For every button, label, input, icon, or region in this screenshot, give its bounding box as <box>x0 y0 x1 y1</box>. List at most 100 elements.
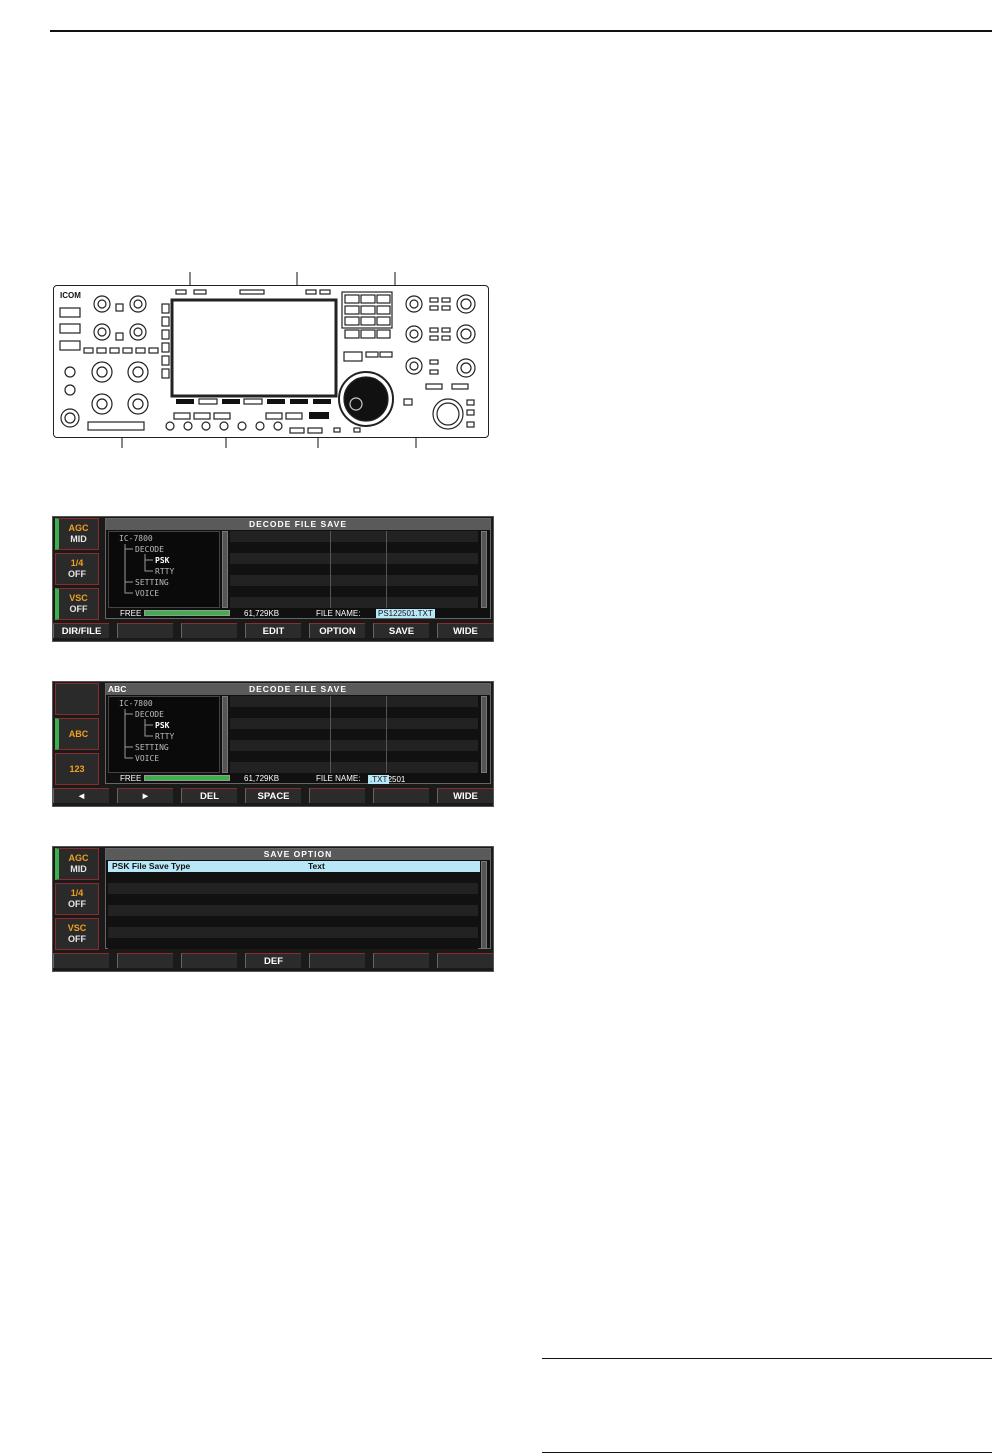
vsc-label: VSC <box>67 923 87 933</box>
dir-file-button[interactable]: DIR/FILE <box>53 623 109 638</box>
f2-button[interactable] <box>117 953 173 968</box>
note-top-rule <box>542 1358 992 1359</box>
vsc-value: OFF <box>68 934 86 944</box>
abc-mode-button[interactable]: ABC <box>55 718 99 750</box>
option-name: PSK File Save Type <box>112 861 191 871</box>
file-name-label: FILE NAME: <box>316 774 361 783</box>
save-button[interactable]: SAVE <box>373 623 429 638</box>
tree-root[interactable]: IC-7800 <box>119 534 153 543</box>
save-option-panel: SAVE OPTION PSK File Save Type Text <box>105 848 491 949</box>
input-mode-indicator: ABC <box>108 684 127 694</box>
f3-button[interactable] <box>181 623 237 638</box>
free-label: FREE <box>120 609 142 618</box>
tree-rtty[interactable]: RTTY <box>155 732 175 741</box>
nb-level-value: OFF <box>68 569 86 579</box>
agc-label: AGC <box>68 523 89 533</box>
nb-level-label: 1/4 <box>70 888 84 898</box>
screen-title: DECODE FILE SAVE <box>106 519 490 530</box>
option-button[interactable]: OPTION <box>309 623 365 638</box>
f3-button[interactable] <box>181 953 237 968</box>
transceiver-front-panel: ICOM <box>53 285 489 438</box>
f5-button[interactable] <box>309 788 365 803</box>
status-bar: FREE 61,729KB FILE NAME: PS122501.TXT <box>106 608 490 619</box>
file-save-panel-edit: ABC DECODE FILE SAVE IC-7800 DECODE PSK … <box>105 683 491 784</box>
free-label: FREE <box>120 774 142 783</box>
edit-button[interactable]: EDIT <box>245 623 301 638</box>
tree-decode[interactable]: DECODE <box>135 545 164 554</box>
file-name-edit-screen: ABC 123 ABC DECODE FILE SAVE IC-7800 DEC… <box>52 681 494 807</box>
f2-button[interactable] <box>117 623 173 638</box>
file-list[interactable] <box>230 531 478 608</box>
option-list[interactable]: PSK File Save Type Text <box>108 861 480 949</box>
function-key-row: DEF <box>53 953 493 969</box>
file-name-field[interactable]: PS122501.TXT <box>376 609 435 618</box>
option-value: Text <box>308 861 325 871</box>
file-scrollbar[interactable] <box>481 531 487 608</box>
nb-level-value: OFF <box>68 899 86 909</box>
screen-title: ABC DECODE FILE SAVE <box>106 684 490 695</box>
tree-setting[interactable]: SETTING <box>135 578 169 587</box>
vsc-button[interactable]: VSC OFF <box>55 588 99 620</box>
f7-button[interactable] <box>437 953 493 968</box>
tree-setting[interactable]: SETTING <box>135 743 169 752</box>
agc-button[interactable]: AGC MID <box>55 848 99 880</box>
directory-tree[interactable]: IC-7800 DECODE PSK RTTY SETTING VOICE <box>108 696 220 773</box>
nb-level-button[interactable]: 1/4 OFF <box>55 553 99 585</box>
directory-tree[interactable]: IC-7800 DECODE PSK RTTY SETTING VOICE <box>108 531 220 608</box>
vsc-label: VSC <box>69 593 88 603</box>
blank-left-button[interactable] <box>55 683 99 715</box>
vsc-button[interactable]: VSC OFF <box>55 918 99 950</box>
front-panel-drawing: ICOM <box>59 289 476 434</box>
free-value: 61,729KB <box>244 774 280 783</box>
decode-file-save-screen: AGC MID 1/4 OFF VSC OFF DECODE FILE SAVE… <box>52 516 494 642</box>
f6-button[interactable] <box>373 788 429 803</box>
tree-lines <box>124 544 153 594</box>
screen-title: SAVE OPTION <box>106 849 490 860</box>
tree-lines <box>124 709 153 759</box>
wide-button[interactable]: WIDE <box>437 788 493 803</box>
nb-level-label: 1/4 <box>70 558 84 568</box>
free-space-bar <box>144 610 230 616</box>
file-scrollbar[interactable] <box>481 696 487 773</box>
default-button[interactable]: DEF <box>245 953 301 968</box>
agc-label: AGC <box>68 853 89 863</box>
save-option-screen: AGC MID 1/4 OFF VSC OFF SAVE OPTION PSK … <box>52 846 494 972</box>
f5-button[interactable] <box>309 953 365 968</box>
function-key-row: ◄ ► DEL SPACE WIDE <box>53 788 493 804</box>
header-rule <box>50 30 992 32</box>
tree-voice[interactable]: VOICE <box>135 754 160 763</box>
tree-psk[interactable]: PSK <box>155 556 170 565</box>
delete-button[interactable]: DEL <box>181 788 237 803</box>
radio-logo: ICOM <box>60 291 81 300</box>
status-bar: FREE 61,729KB FILE NAME: »PS122501.TXT <box>106 773 490 784</box>
free-space-bar <box>144 775 230 781</box>
tree-scrollbar[interactable] <box>222 696 228 773</box>
file-list[interactable] <box>230 696 478 773</box>
tree-rtty[interactable]: RTTY <box>155 567 175 576</box>
file-save-panel: DECODE FILE SAVE IC-7800 DECODE PSK RTTY… <box>105 518 491 619</box>
note-bottom-rule <box>542 1452 992 1453</box>
cursor-right-button[interactable]: ► <box>117 788 173 803</box>
file-name-label: FILE NAME: <box>316 609 361 618</box>
option-row-psk-save-type[interactable]: PSK File Save Type Text <box>108 861 480 872</box>
wide-button[interactable]: WIDE <box>437 623 493 638</box>
cursor-left-button[interactable]: ◄ <box>53 788 109 803</box>
agc-button[interactable]: AGC MID <box>55 518 99 550</box>
tree-root[interactable]: IC-7800 <box>119 699 153 708</box>
option-scrollbar[interactable] <box>481 861 487 949</box>
tree-psk[interactable]: PSK <box>155 721 170 730</box>
nb-level-button[interactable]: 1/4 OFF <box>55 883 99 915</box>
vsc-value: OFF <box>69 604 88 614</box>
agc-value: MID <box>70 534 87 544</box>
tree-voice[interactable]: VOICE <box>135 589 160 598</box>
f1-button[interactable] <box>53 953 109 968</box>
file-name-extension: .TXT <box>368 775 390 784</box>
tree-decode[interactable]: DECODE <box>135 710 164 719</box>
f6-button[interactable] <box>373 953 429 968</box>
agc-value: MID <box>70 864 87 874</box>
space-button[interactable]: SPACE <box>245 788 301 803</box>
tree-scrollbar[interactable] <box>222 531 228 608</box>
free-value: 61,729KB <box>244 609 280 618</box>
numeric-mode-button[interactable]: 123 <box>55 753 99 785</box>
screen-title-text: DECODE FILE SAVE <box>248 684 348 694</box>
